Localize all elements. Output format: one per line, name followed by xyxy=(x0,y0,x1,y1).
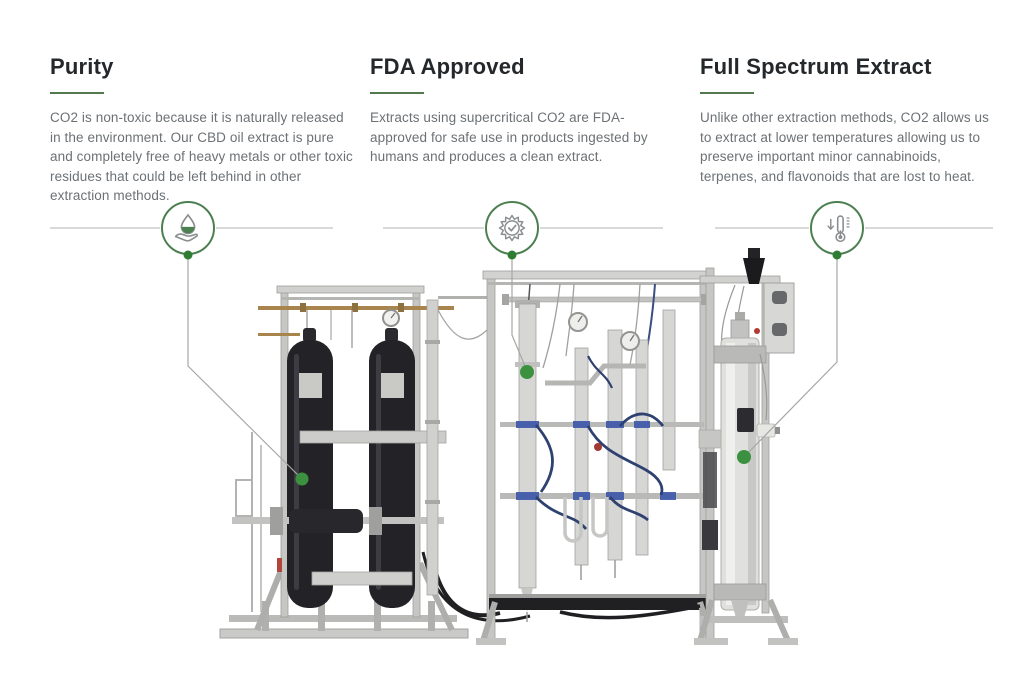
purity-icon-badge xyxy=(161,201,215,255)
title-underline xyxy=(370,92,424,95)
fda-approved-icon-badge xyxy=(485,201,539,255)
drop-in-hand-icon xyxy=(174,213,199,242)
feature-title: Full Spectrum Extract xyxy=(700,54,932,79)
feature-column-fda-approved: FDA Approved Extracts using supercritica… xyxy=(370,54,668,167)
feature-title: Purity xyxy=(50,54,114,79)
full-spectrum-icon-badge xyxy=(810,201,864,255)
title-underline xyxy=(50,92,104,95)
machine-center-section xyxy=(476,270,728,645)
feature-column-full-spectrum: Full Spectrum Extract Unlike other extra… xyxy=(700,54,992,186)
machine-right-section xyxy=(694,248,798,645)
title-underline xyxy=(700,92,754,95)
machine-left-section xyxy=(219,285,531,639)
low-temperature-thermometer-icon xyxy=(827,215,850,243)
feature-title: FDA Approved xyxy=(370,54,525,79)
feature-column-purity: Purity CO2 is non-toxic because it is na… xyxy=(50,54,354,205)
certified-badge-check-icon xyxy=(498,214,526,242)
feature-description: Unlike other extraction methods, CO2 all… xyxy=(700,110,989,184)
feature-description: CO2 is non-toxic because it is naturally… xyxy=(50,110,353,203)
feature-description: Extracts using supercritical CO2 are FDA… xyxy=(370,110,648,165)
